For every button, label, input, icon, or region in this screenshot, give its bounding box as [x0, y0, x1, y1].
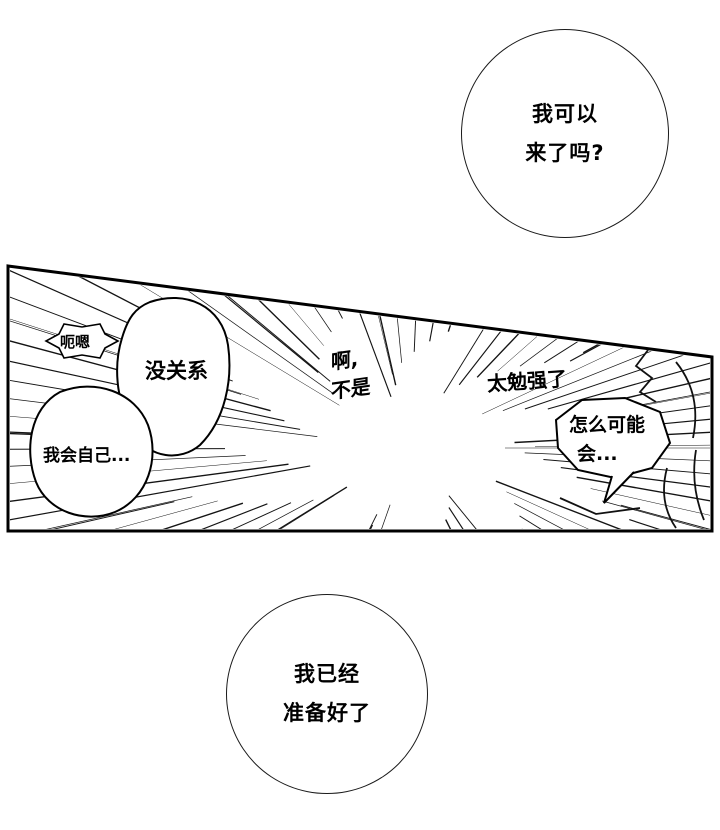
speech-text: 来了吗? [525, 140, 605, 165]
bubble-how-shape [554, 396, 672, 480]
shout-line2: 不是 [331, 373, 371, 404]
character-sketch [559, 349, 705, 529]
bubble-nevermind-shape [116, 297, 231, 457]
bubble-nevermind-text: 没关系 [145, 359, 208, 383]
speech-bubble-bottom: 我已经 准备好了 [226, 594, 428, 794]
shout-text: 啊, 不是 [331, 342, 371, 406]
bubble-how-line2: 会... [577, 442, 618, 465]
speech-bubble-top: 我可以 来了吗? [461, 29, 669, 238]
speech-text: 我可以 [532, 101, 598, 126]
bubble-how-text: 怎么可能 会... [569, 411, 645, 468]
bubble-myself-text: 我会自己... [43, 446, 131, 466]
speech-text: 我已经 [294, 662, 360, 687]
bubble-ehn-text: 呃嗯 [60, 333, 91, 351]
bubble-how-line1: 怎么可能 [569, 414, 646, 436]
too-forced-text: 太勉强了 [486, 366, 568, 396]
bubble-how-tail [603, 471, 635, 504]
speech-text: 准备好了 [283, 701, 371, 725]
bubble-myself-shape [29, 385, 154, 518]
bubble-ehn-shape [44, 323, 120, 359]
